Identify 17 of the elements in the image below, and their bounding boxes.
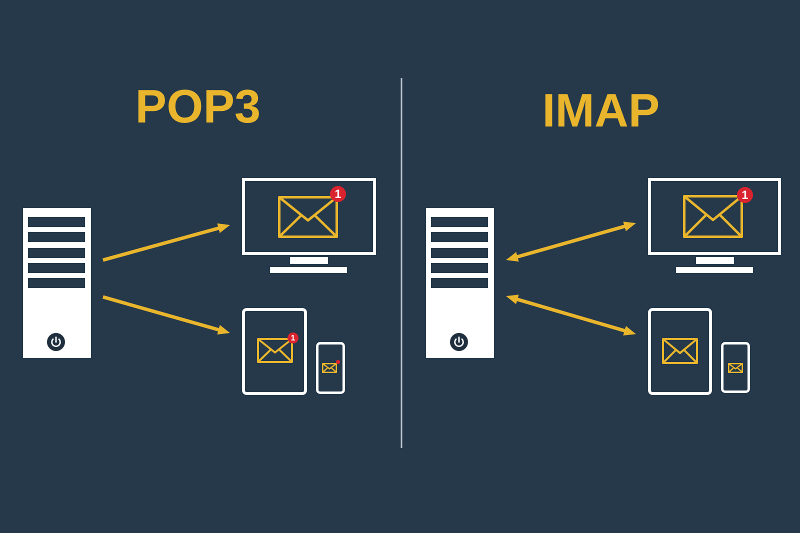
monitor-icon xyxy=(242,178,376,274)
notification-badge: 1 xyxy=(288,332,298,344)
arrow xyxy=(102,223,230,262)
notification-badge: 1 xyxy=(330,186,346,202)
heading: POP3 xyxy=(135,82,261,130)
heading: IMAP xyxy=(542,86,660,134)
tablet-icon xyxy=(242,308,307,395)
arrow xyxy=(102,295,230,334)
smartphone-icon xyxy=(721,342,750,393)
notification-badge: 1 xyxy=(737,187,753,203)
server-tower-icon xyxy=(23,208,91,358)
arrow xyxy=(506,294,636,336)
arrow xyxy=(506,222,636,262)
monitor-icon xyxy=(648,178,781,274)
tablet-icon xyxy=(648,308,712,395)
server-tower-icon xyxy=(426,208,494,358)
smartphone-icon xyxy=(316,342,345,394)
